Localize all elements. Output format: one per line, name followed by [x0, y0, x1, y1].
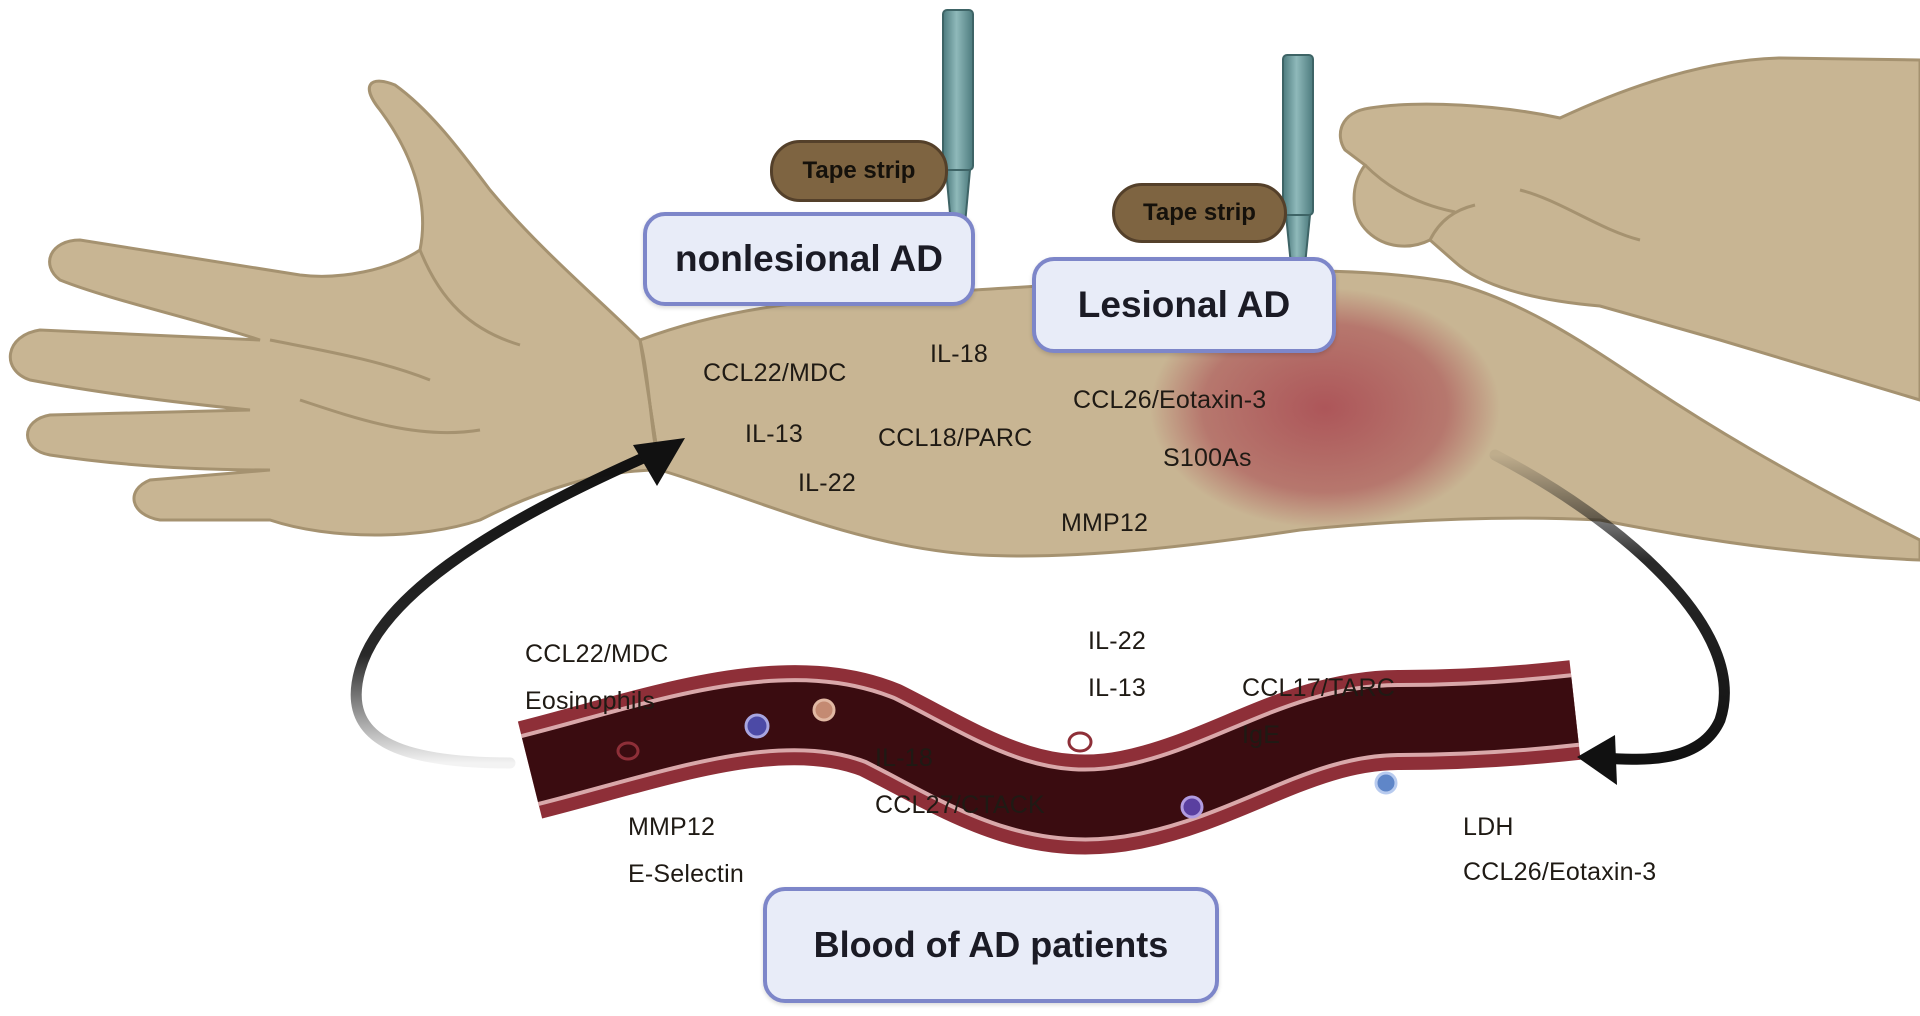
blood-marker: CCL26/Eotaxin-3	[1463, 858, 1657, 886]
blood-marker: E-Selectin	[628, 860, 744, 888]
red-cell	[616, 741, 640, 761]
blood-box: Blood of AD patients	[763, 887, 1219, 1003]
arrow-to-blood	[1489, 449, 1730, 785]
skin-marker: CCL26/Eotaxin-3	[1073, 386, 1267, 414]
red-cell	[1067, 731, 1093, 753]
blood-marker: CCL17/TARC	[1242, 674, 1395, 702]
examiner-arm	[1338, 56, 1920, 402]
blood-marker: MMP12	[628, 813, 716, 841]
blood-vessel	[517, 660, 1581, 855]
blood-marker: CCL22/MDC	[525, 640, 669, 668]
arrow-to-skin	[350, 438, 685, 769]
examiner-hand	[1338, 56, 1920, 402]
tape-strip-nonlesional: Tape strip	[770, 140, 948, 202]
tape-strip-lesional: Tape strip	[1112, 183, 1287, 243]
blood-marker: IL-13	[1088, 674, 1146, 702]
blood-marker: LDH	[1463, 813, 1514, 841]
blood-marker: Eosinophils	[525, 687, 656, 715]
lesional-box: Lesional AD	[1032, 257, 1336, 353]
skin-marker: IL-13	[745, 420, 803, 448]
blood-marker: IgE	[1242, 721, 1281, 749]
white-cell	[1180, 795, 1204, 819]
white-cell	[744, 713, 770, 739]
blood-marker: IL-18	[875, 744, 933, 772]
skin-marker: CCL18/PARC	[878, 424, 1033, 452]
skin-marker: IL-22	[798, 469, 856, 497]
arrowhead	[633, 438, 685, 486]
blood-marker: IL-22	[1088, 627, 1146, 655]
hand	[8, 79, 662, 537]
eosinophil-cell	[812, 698, 836, 722]
skin-marker: CCL22/MDC	[703, 359, 847, 387]
skin-marker: MMP12	[1061, 509, 1149, 537]
blood-marker: CCL27/CTACK	[875, 791, 1045, 819]
white-cell	[1374, 771, 1398, 795]
nonlesional-box: nonlesional AD	[643, 212, 975, 306]
skin-marker: S100As	[1163, 444, 1252, 472]
arrowhead	[1577, 735, 1617, 785]
skin-marker: IL-18	[930, 340, 988, 368]
